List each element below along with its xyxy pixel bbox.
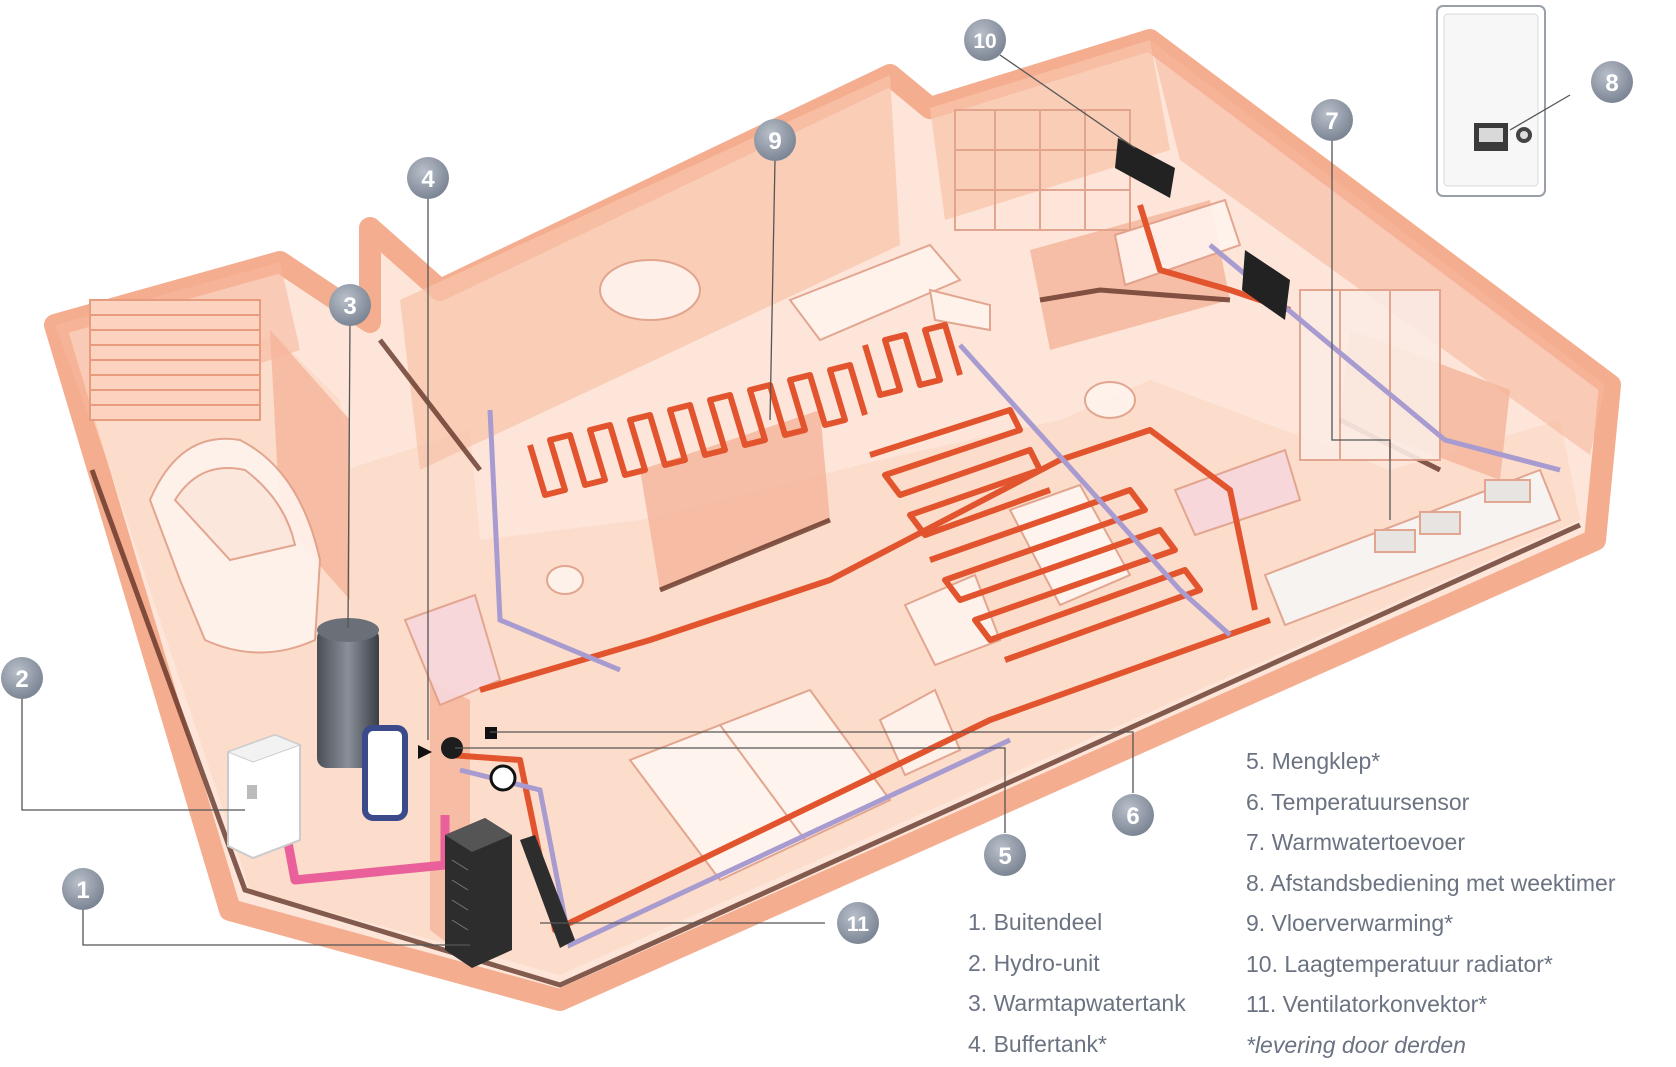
callout-10-number: 10	[973, 30, 996, 53]
callout-6-number: 6	[1126, 803, 1139, 830]
legend-item-9: 9. Vloerverwarming*	[1246, 910, 1454, 936]
callout-3-number: 3	[343, 293, 356, 320]
car-outline	[148, 437, 322, 654]
legend-footnote: *levering door derden	[1246, 1031, 1466, 1058]
legend-item-6: 6. Temperatuursensor	[1246, 788, 1470, 815]
legend-item-11: 11. Ventilatorkonvektor*	[1246, 991, 1488, 1017]
heating-loop-dining	[869, 407, 1052, 538]
outdoor-unit	[445, 818, 512, 968]
heating-loop-living	[527, 362, 868, 498]
callout-1-number: 1	[76, 877, 89, 904]
callout-11-number: 11	[847, 913, 870, 936]
callout-10-badge: 10	[964, 19, 1006, 61]
garage-door	[89, 299, 261, 421]
floor-plan	[44, 29, 1621, 1011]
legend-item-8: 8. Afstandsbediening met weektimer	[1246, 869, 1616, 896]
legend-item-4: 4. Buffertank*	[968, 1030, 1107, 1057]
callout-7-number: 7	[1325, 108, 1338, 135]
legend-right-column: 5. Mengklep* 6. Temperatuursensor 7. War…	[1246, 741, 1615, 1065]
callout-4-number: 4	[421, 166, 435, 193]
leader-lines	[21, 54, 1571, 946]
callout-11-badge: 11	[837, 902, 879, 944]
circulation-pump	[489, 764, 517, 792]
callout-9-badge: 9	[754, 119, 796, 161]
hydro-unit	[226, 733, 302, 860]
legend-left-column: 1. Buitendeel 2. Hydro-unit 3. Warmtapwa…	[968, 902, 1186, 1064]
callout-2-number: 2	[15, 666, 28, 693]
callout-1-badge: 1	[62, 868, 104, 910]
callout-5-badge: 5	[984, 834, 1026, 876]
three-way-valve	[418, 745, 432, 759]
equipment	[226, 138, 1290, 968]
mixing-valve	[441, 737, 463, 759]
radiator-living	[1115, 138, 1175, 198]
callout-8-number: 8	[1605, 70, 1618, 97]
callout-3-badge: 3	[329, 284, 371, 326]
callout-4-badge: 4	[407, 157, 449, 199]
temperature-sensor	[485, 727, 497, 739]
legend-item-2: 2. Hydro-unit	[968, 949, 1100, 976]
callout-9-number: 9	[768, 128, 781, 155]
legend-item-5: 5. Mengklep*	[1246, 748, 1381, 774]
legend-item-10: 10. Laagtemperatuur radiator*	[1246, 950, 1553, 977]
heating-loop-center	[862, 322, 963, 398]
callout-6-badge: 6	[1112, 794, 1154, 836]
fan-convector	[520, 835, 575, 948]
buffer-tank	[362, 725, 408, 821]
callout-badges: 1 2 3 4 5 6 7 8 9 10 11	[1, 19, 1633, 944]
legend-item-3: 3. Warmtapwatertank	[968, 990, 1186, 1016]
callout-5-number: 5	[998, 843, 1011, 870]
radiator-bedroom	[1242, 250, 1290, 320]
callout-8-badge: 8	[1591, 61, 1633, 103]
remote-controller	[1436, 5, 1546, 197]
callout-2-badge: 2	[1, 657, 43, 699]
callout-7-badge: 7	[1311, 99, 1353, 141]
legend-item-1: 1. Buitendeel	[968, 909, 1103, 935]
legend-item-7: 7. Warmwatertoevoer	[1246, 829, 1465, 855]
heating-loop-kitchen	[929, 487, 1203, 663]
